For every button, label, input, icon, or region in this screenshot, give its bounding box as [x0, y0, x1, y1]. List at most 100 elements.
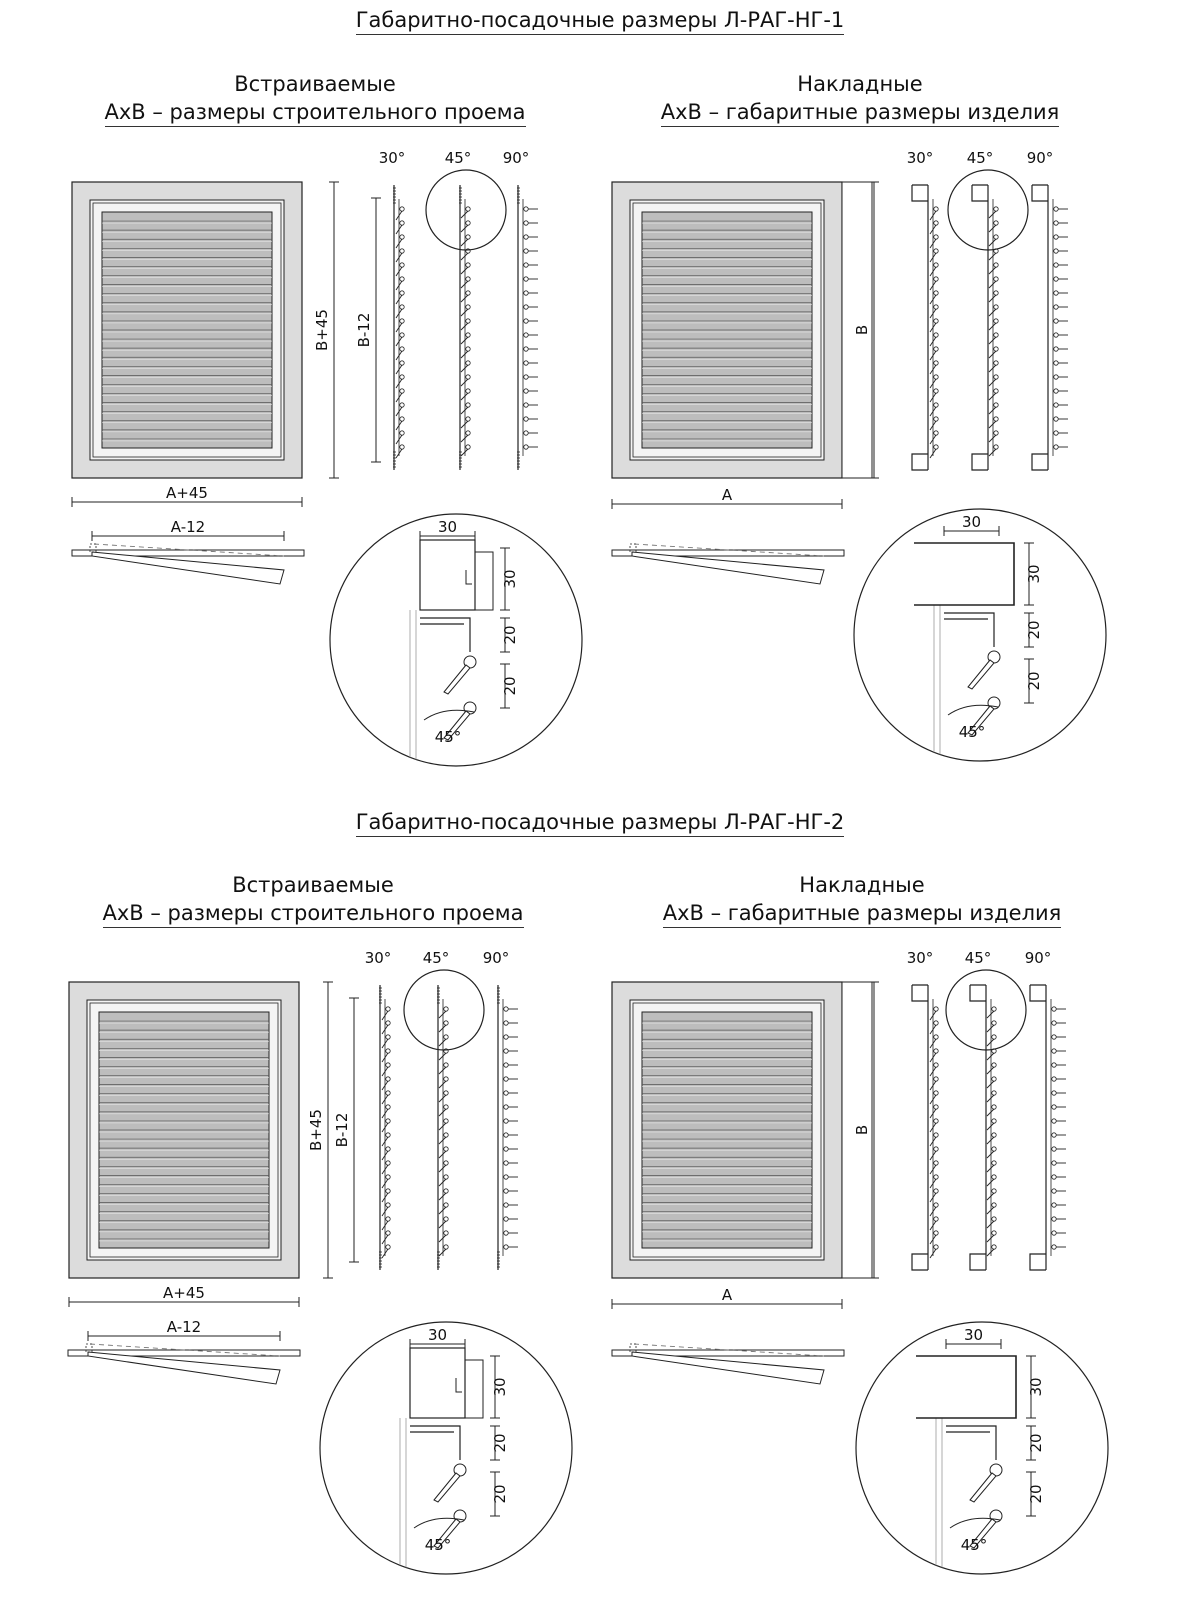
blade: [438, 1220, 447, 1229]
blade-pivot: [465, 374, 471, 380]
blade: [460, 420, 469, 429]
blade: [381, 1248, 389, 1259]
blade: [988, 308, 997, 317]
section-1-overlay-height-dimension: B: [853, 181, 879, 479]
blade: [395, 238, 403, 249]
blade: [929, 1080, 937, 1091]
blade-pivot: [503, 1132, 509, 1138]
pitch-2-dimension: 20: [1026, 1471, 1045, 1517]
blade-pivot: [443, 1090, 449, 1096]
blade: [443, 664, 471, 695]
pitch-1-dimension: 20: [500, 617, 519, 653]
blade-pivot: [443, 1202, 449, 1208]
blade-pivot: [523, 332, 529, 338]
blade: [460, 224, 469, 233]
blade: [929, 1122, 937, 1133]
blade: [438, 1248, 447, 1257]
overlay-profile-30: [911, 984, 939, 1271]
pitch-1-dimension: 20: [1024, 612, 1043, 648]
blade-pivot: [465, 290, 471, 296]
detail-circle: [853, 508, 1107, 762]
blade-pivot: [993, 234, 999, 240]
blade-pivot: [933, 234, 939, 240]
blade-pivot: [523, 304, 529, 310]
blade-angle-label: 90°: [503, 149, 530, 167]
section-2-overlay-angle-labels: 30°45°90°: [907, 949, 1052, 967]
blade-pivot: [1051, 1020, 1057, 1026]
blade-pivot: [443, 1174, 449, 1180]
blade: [395, 350, 403, 361]
blade-pivot: [993, 360, 999, 366]
blade-pivot: [933, 1062, 939, 1068]
blade: [929, 1010, 937, 1021]
blade-pivot: [385, 1076, 391, 1082]
blade-pivot: [933, 1118, 939, 1124]
hidden-line: [93, 543, 285, 557]
dimension-label: A: [722, 486, 733, 504]
blade: [460, 406, 469, 415]
blade: [460, 238, 469, 247]
blade: [986, 1122, 995, 1131]
blade: [381, 1220, 389, 1231]
detail-circle: [329, 513, 583, 767]
blade: [986, 1136, 995, 1145]
blade-angle-label: 90°: [483, 949, 510, 967]
blade-pivot: [523, 220, 529, 226]
blade-pivot: [399, 444, 405, 450]
blade: [395, 294, 403, 305]
blade-pivot: [399, 430, 405, 436]
blade-pivot: [993, 374, 999, 380]
section-2-overlay-height-dimension: B: [853, 981, 879, 1279]
blade: [929, 1248, 937, 1259]
blade-pivot: [503, 1034, 509, 1040]
blade-pivot: [443, 1006, 449, 1012]
blade-pivot: [1053, 276, 1059, 282]
blade: [438, 1164, 447, 1173]
blade: [460, 336, 469, 345]
blade: [381, 1178, 389, 1189]
dimension-label: A: [722, 1286, 733, 1304]
blade-pivot: [933, 262, 939, 268]
detail-angle-label: 45°: [425, 1536, 452, 1554]
overlay-profile-90: [1029, 984, 1066, 1271]
blade-pivot: [503, 1160, 509, 1166]
blade-pivot: [443, 1118, 449, 1124]
section-1-overlay-subtitle: АхВ – габаритные размеры изделия: [640, 98, 1080, 127]
blade-pivot: [443, 1160, 449, 1166]
section-1-overlay-grille: [611, 181, 843, 479]
blade: [395, 252, 403, 263]
blade: [929, 1136, 937, 1147]
blade-pivot: [933, 332, 939, 338]
dimension-label: 20: [1027, 1484, 1045, 1503]
inner-frame-edge: [632, 1002, 822, 1258]
blade-pivot: [933, 220, 939, 226]
blade-pivot: [993, 276, 999, 282]
blade-pivot: [503, 1230, 509, 1236]
blade: [986, 1010, 995, 1019]
side-blade: [631, 551, 825, 585]
blade: [438, 1010, 447, 1019]
dimension-label: B+45: [313, 309, 331, 351]
detail-callout-circle: [945, 969, 1027, 1051]
blade: [438, 1234, 447, 1243]
blade: [988, 364, 997, 373]
section-2-overlay-grille: [611, 981, 843, 1279]
blade-pivot: [1051, 1188, 1057, 1194]
blade-pivot: [399, 304, 405, 310]
blade: [986, 1164, 995, 1173]
blade: [988, 434, 997, 443]
hidden-line: [89, 1343, 281, 1357]
blade-pivot: [933, 1174, 939, 1180]
blade: [986, 1192, 995, 1201]
blade-pivot: [1053, 248, 1059, 254]
blade-pivot: [993, 388, 999, 394]
blade: [395, 266, 403, 277]
blade-pivot: [1053, 332, 1059, 338]
pitch-2-dimension: 20: [500, 663, 519, 709]
blade-pivot: [385, 1006, 391, 1012]
blade: [988, 378, 997, 387]
blade-pivot: [1051, 1160, 1057, 1166]
blade-pivot: [523, 318, 529, 324]
